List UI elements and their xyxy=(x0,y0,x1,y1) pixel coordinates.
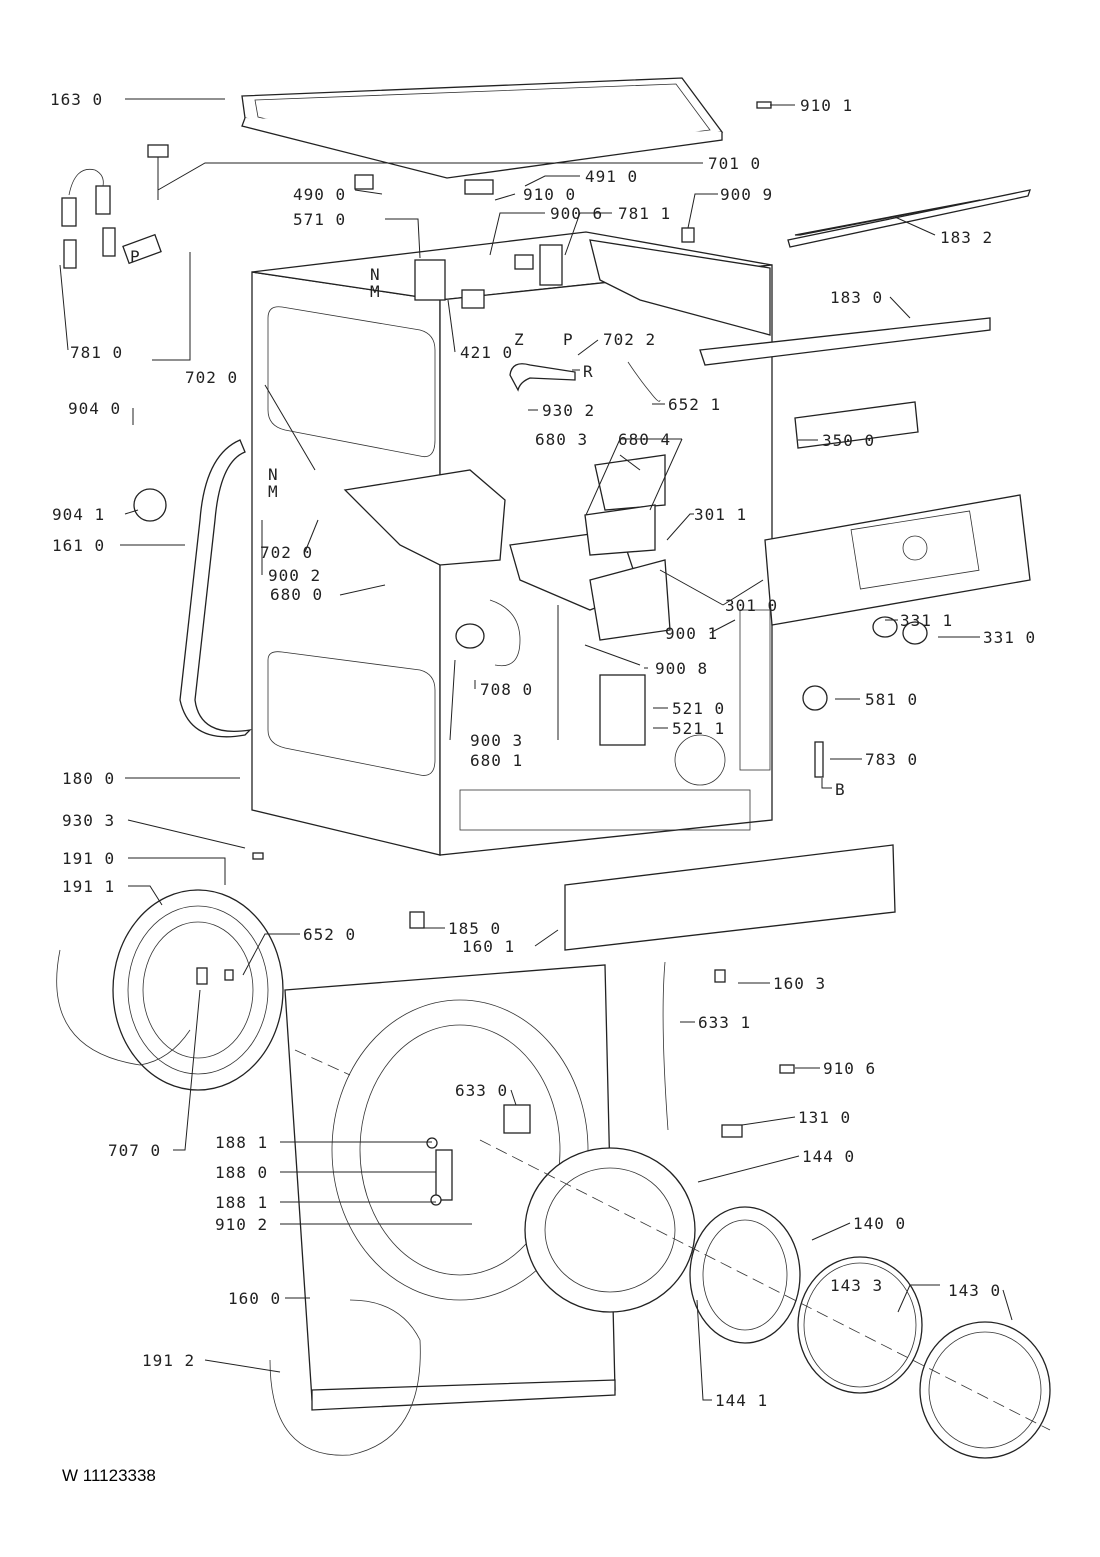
part-label: B xyxy=(835,780,846,799)
part-label: N xyxy=(370,265,381,284)
part-label: 680 1 xyxy=(470,751,523,770)
door-drawing xyxy=(294,1049,1051,1459)
part-label: 144 1 xyxy=(715,1391,768,1410)
part-label: 144 0 xyxy=(802,1147,855,1166)
part-label: P xyxy=(563,330,574,349)
part-label: R xyxy=(583,362,594,381)
part-label: 581 0 xyxy=(865,690,918,709)
part-label: 702 0 xyxy=(185,368,238,387)
side-frame-drawing xyxy=(179,439,252,738)
part-label: 421 0 xyxy=(460,343,513,362)
part-label: 910 1 xyxy=(800,96,853,115)
part-label: 781 1 xyxy=(618,204,671,223)
part-label: 571 0 xyxy=(293,210,346,229)
part-label: 781 0 xyxy=(70,343,123,362)
part-label: 490 0 xyxy=(293,185,346,204)
part-label: 521 0 xyxy=(672,699,725,718)
part-label: 652 0 xyxy=(303,925,356,944)
leader-lines xyxy=(59,98,1013,1401)
part-label: 491 0 xyxy=(585,167,638,186)
part-label: 191 1 xyxy=(62,877,115,896)
small-parts-drawing xyxy=(61,101,928,1206)
part-label: 160 0 xyxy=(228,1289,281,1308)
part-label: 191 2 xyxy=(142,1351,195,1370)
part-label: 708 0 xyxy=(480,680,533,699)
part-label: M xyxy=(370,282,381,301)
part-label: 904 0 xyxy=(68,399,121,418)
part-label: 301 0 xyxy=(725,596,778,615)
part-label: 160 1 xyxy=(462,937,515,956)
part-label: 188 1 xyxy=(215,1133,268,1152)
part-label: 900 8 xyxy=(655,659,708,678)
part-label: 701 0 xyxy=(708,154,761,173)
part-label: 183 2 xyxy=(940,228,993,247)
document-code: W 11123338 xyxy=(62,1466,156,1485)
part-label: 900 9 xyxy=(720,185,773,204)
part-label: 900 2 xyxy=(268,566,321,585)
part-label: 160 3 xyxy=(773,974,826,993)
part-label: 140 0 xyxy=(853,1214,906,1233)
part-label: P xyxy=(130,247,141,266)
dispenser-drawing xyxy=(343,454,671,641)
part-label: 143 0 xyxy=(948,1281,1001,1300)
part-label: 900 3 xyxy=(470,731,523,750)
part-label: 143 3 xyxy=(830,1276,883,1295)
part-label: 185 0 xyxy=(448,919,501,938)
part-label: 350 0 xyxy=(822,431,875,450)
part-label: 180 0 xyxy=(62,769,115,788)
part-label: Z xyxy=(514,330,525,349)
part-label: 702 2 xyxy=(603,330,656,349)
part-label: 702 0 xyxy=(260,543,313,562)
part-label: 301 1 xyxy=(694,505,747,524)
part-label: 900 1 xyxy=(665,624,718,643)
plinth-drawing xyxy=(564,844,896,951)
part-label: 652 1 xyxy=(668,395,721,414)
control-panel-drawing xyxy=(589,189,1031,626)
part-label: 900 6 xyxy=(550,204,603,223)
part-label: 783 0 xyxy=(865,750,918,769)
part-label: N xyxy=(268,465,279,484)
part-label: 188 0 xyxy=(215,1163,268,1182)
part-label: 910 0 xyxy=(523,185,576,204)
part-label: 188 1 xyxy=(215,1193,268,1212)
part-label: 680 4 xyxy=(618,430,671,449)
part-label: 633 1 xyxy=(698,1013,751,1032)
part-label: 163 0 xyxy=(50,90,103,109)
part-label: M xyxy=(268,482,279,501)
top-cover-drawing xyxy=(241,77,724,179)
part-label: 331 0 xyxy=(983,628,1036,647)
part-labels: 163 0 910 1 701 0 491 0 490 0 910 0 900 … xyxy=(50,90,1036,1410)
part-label: 131 0 xyxy=(798,1108,851,1127)
part-label: 633 0 xyxy=(455,1081,508,1100)
part-label: 161 0 xyxy=(52,536,105,555)
part-label: 904 1 xyxy=(52,505,105,524)
part-label: 680 0 xyxy=(270,585,323,604)
part-label: 707 0 xyxy=(108,1141,161,1160)
part-label: 910 2 xyxy=(215,1215,268,1234)
part-label: 183 0 xyxy=(830,288,883,307)
door-seal-drawing xyxy=(56,889,421,1456)
part-label: 930 2 xyxy=(542,401,595,420)
part-label: 331 1 xyxy=(900,611,953,630)
part-label: 521 1 xyxy=(672,719,725,738)
part-label: 680 3 xyxy=(535,430,588,449)
part-label: 910 6 xyxy=(823,1059,876,1078)
part-label: 191 0 xyxy=(62,849,115,868)
part-label: 930 3 xyxy=(62,811,115,830)
